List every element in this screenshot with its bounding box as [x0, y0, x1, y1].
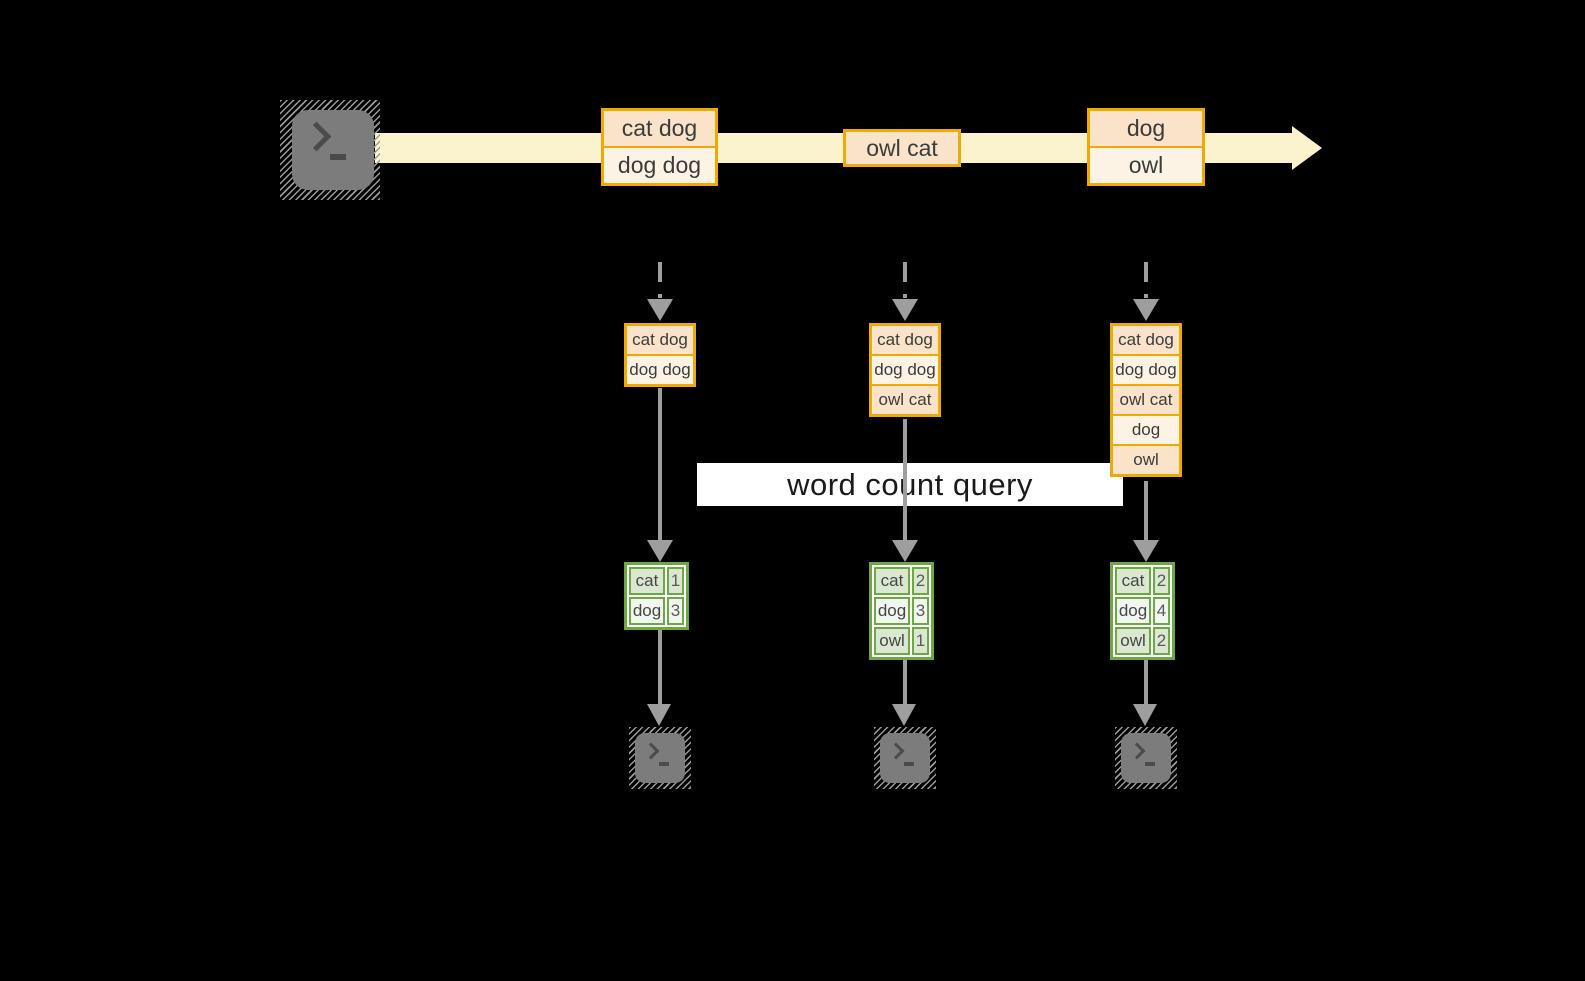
arrow-line — [658, 388, 662, 540]
count-value: 2 — [1153, 567, 1170, 595]
arrowhead-icon — [892, 540, 918, 562]
arrow-line — [1144, 481, 1148, 540]
count-table-1: cat 1 dog 3 — [624, 562, 689, 630]
count-word: dog — [629, 597, 665, 625]
prompt-cursor-icon — [659, 762, 669, 766]
count-word: owl — [1115, 627, 1151, 655]
buffer-line: owl cat — [872, 384, 938, 414]
arrow-line — [658, 630, 662, 704]
buffer-line: owl cat — [1113, 384, 1179, 414]
source-terminal-icon — [280, 100, 380, 200]
dashed-arrowhead-icon — [1133, 299, 1159, 321]
query-label: word count query — [787, 466, 1033, 502]
count-word: cat — [629, 567, 665, 595]
buffer-line: cat dog — [872, 326, 938, 354]
buffer-line: dog — [1113, 414, 1179, 444]
arrowhead-icon — [1133, 540, 1159, 562]
terminal-screen — [1121, 733, 1171, 783]
dashed-arrowhead-icon — [647, 299, 673, 321]
prompt-cursor-icon — [1145, 762, 1155, 766]
buffer-stack-2: cat dog dog dog owl cat — [869, 323, 941, 417]
buffer-stack-3: cat dog dog dog owl cat dog owl — [1110, 323, 1182, 477]
count-value: 3 — [912, 597, 929, 625]
buffer-line: owl — [1113, 444, 1179, 474]
message-line: owl — [1090, 146, 1202, 183]
prompt-cursor-icon — [904, 762, 914, 766]
buffer-line: dog dog — [1113, 354, 1179, 384]
count-value: 1 — [912, 627, 929, 655]
buffer-stack-1: cat dog dog dog — [624, 323, 696, 387]
count-word: cat — [874, 567, 910, 595]
count-word: cat — [1115, 567, 1151, 595]
prompt-chevron-icon — [642, 742, 660, 760]
dashed-arrow-line — [1144, 262, 1148, 298]
message-line: dog dog — [604, 146, 715, 183]
count-word: owl — [874, 627, 910, 655]
terminal-screen — [880, 733, 930, 783]
arrowhead-icon — [1133, 704, 1157, 726]
terminal-screen — [635, 733, 685, 783]
prompt-cursor-icon — [330, 154, 346, 160]
buffer-line: cat dog — [1113, 326, 1179, 354]
count-value: 1 — [667, 567, 684, 595]
stream-message-2: owl cat — [843, 129, 961, 167]
count-value: 3 — [667, 597, 684, 625]
query-label-band: word count query — [697, 463, 1123, 506]
buffer-line: dog dog — [872, 354, 938, 384]
dashed-arrow-line — [903, 262, 907, 298]
consumer-terminal-icon — [1115, 727, 1177, 789]
message-line: dog — [1090, 111, 1202, 146]
consumer-terminal-icon — [874, 727, 936, 789]
arrowhead-icon — [647, 540, 673, 562]
buffer-line: dog dog — [627, 354, 693, 384]
message-line: owl cat — [846, 132, 958, 164]
count-value: 4 — [1153, 597, 1170, 625]
buffer-line: cat dog — [627, 326, 693, 354]
dashed-arrow-line — [658, 262, 662, 298]
stream-arrowhead-icon — [1292, 126, 1322, 170]
terminal-screen — [292, 110, 374, 190]
prompt-chevron-icon — [301, 121, 332, 152]
message-line: cat dog — [604, 111, 715, 146]
prompt-chevron-icon — [887, 742, 905, 760]
arrowhead-icon — [892, 704, 916, 726]
arrow-line — [903, 419, 907, 540]
stream-message-1: cat dog dog dog — [601, 108, 718, 186]
count-word: dog — [1115, 597, 1151, 625]
arrow-line — [903, 660, 907, 704]
arrow-line — [1144, 660, 1148, 704]
arrowhead-icon — [647, 704, 671, 726]
count-table-3: cat 2 dog 4 owl 2 — [1110, 562, 1175, 660]
count-value: 2 — [1153, 627, 1170, 655]
count-value: 2 — [912, 567, 929, 595]
dashed-arrowhead-icon — [892, 299, 918, 321]
stream-message-3: dog owl — [1087, 108, 1205, 186]
prompt-chevron-icon — [1128, 742, 1146, 760]
count-word: dog — [874, 597, 910, 625]
count-table-2: cat 2 dog 3 owl 1 — [869, 562, 934, 660]
consumer-terminal-icon — [629, 727, 691, 789]
